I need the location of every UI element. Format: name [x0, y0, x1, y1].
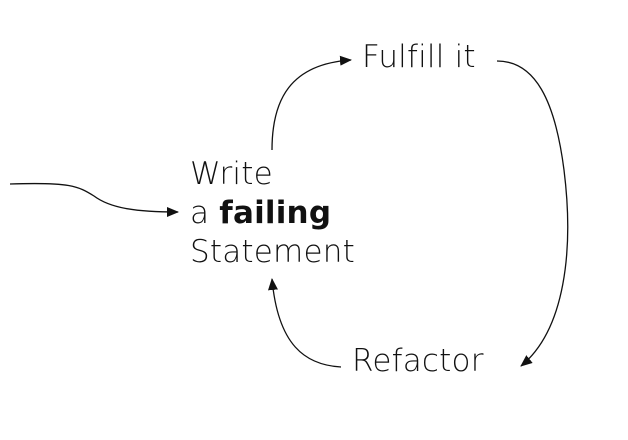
refactor-node: Refactor	[352, 343, 484, 379]
failing-line: a failing	[190, 194, 355, 233]
failing-prefix: a	[190, 195, 210, 231]
fulfill-it-node: Fulfill it	[362, 39, 476, 75]
failing-word: failing	[219, 195, 332, 231]
refactor-to-write-arrow	[268, 278, 342, 368]
fulfill-to-refactor-arrow	[496, 60, 569, 367]
write-failing-statement-node: Write a failing Statement	[190, 155, 355, 272]
statement-line: Statement	[190, 234, 355, 270]
entry-arrow	[9, 182, 179, 217]
write-to-fulfill-arrow	[271, 55, 352, 151]
write-line: Write	[190, 156, 273, 192]
